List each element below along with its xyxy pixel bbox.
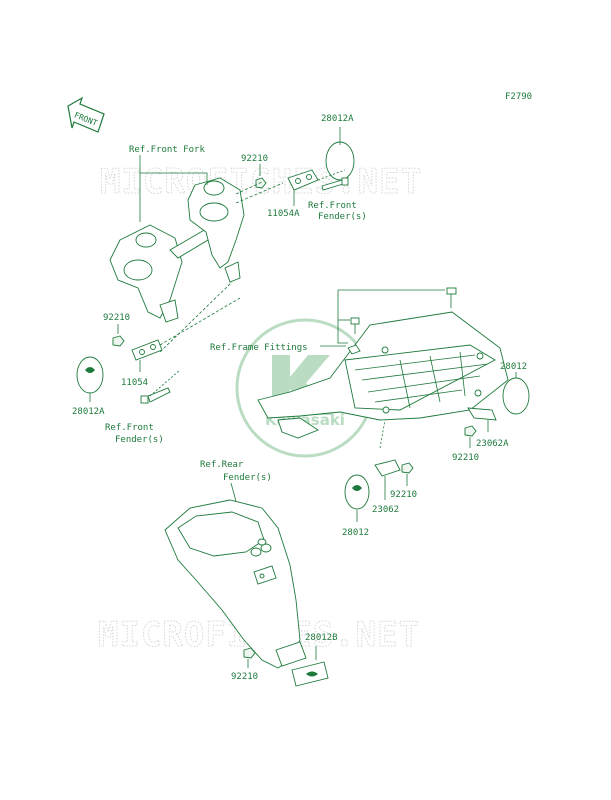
label-ref-rear-fender-2: Fender(s) <box>223 473 272 483</box>
label-28012-right: 28012 <box>500 362 527 372</box>
label-ref-front-fork: Ref.Front Fork <box>129 145 205 155</box>
reflector-28012A-top[interactable]: 28012A <box>321 114 355 181</box>
label-ref-front-fender-top-1: Ref.Front <box>308 201 357 211</box>
nut-92210-mid[interactable]: 92210 <box>390 462 417 500</box>
front-arrow-icon[interactable]: FRONT <box>67 96 105 133</box>
rack-bolts[interactable] <box>347 287 457 355</box>
label-11054: 11054 <box>121 378 148 388</box>
label-92210-right: 92210 <box>452 453 479 463</box>
bracket-11054[interactable]: 11054 <box>121 339 163 388</box>
bolt-top[interactable] <box>317 169 349 191</box>
label-ref-front-fender-left-2: Fender(s) <box>115 435 164 445</box>
reflector-28012B[interactable]: 28012B <box>291 633 338 687</box>
label-92210-bottom: 92210 <box>231 672 258 682</box>
label-28012-mid: 28012 <box>342 528 369 538</box>
label-92210-left: 92210 <box>103 313 130 323</box>
label-ref-front-fender-top-2: Fender(s) <box>318 212 367 222</box>
label-28012A-top: 28012A <box>321 114 354 124</box>
front-fork-assembly[interactable] <box>109 177 245 323</box>
label-23062: 23062 <box>372 505 399 515</box>
bracket-23062A[interactable]: 23062A <box>467 407 509 449</box>
bolt-left[interactable] <box>140 369 181 404</box>
label-11054A: 11054A <box>267 209 300 219</box>
reflector-28012-mid[interactable]: 28012 <box>342 474 370 538</box>
reflector-28012-right[interactable]: 28012 <box>500 362 530 415</box>
label-92210-top: 92210 <box>241 154 268 164</box>
label-ref-rear-fender-1: Ref.Rear <box>200 460 244 470</box>
nut-92210-bottom[interactable]: 92210 <box>231 647 258 682</box>
label-ref-frame-fittings: Ref.Frame Fittings <box>210 343 308 353</box>
reflector-28012A-left[interactable]: 28012A <box>72 356 105 417</box>
diagram-code: F2790 <box>505 92 532 102</box>
rear-fender[interactable] <box>164 499 307 669</box>
label-92210-mid: 92210 <box>390 490 417 500</box>
bracket-23062[interactable]: 23062 <box>372 419 401 515</box>
label-ref-front-fender-left-1: Ref.Front <box>105 423 154 433</box>
label-28012B: 28012B <box>305 633 338 643</box>
nut-92210-left[interactable]: 92210 <box>103 313 130 347</box>
label-28012A-left: 28012A <box>72 407 105 417</box>
nut-92210-right[interactable]: 92210 <box>452 425 479 463</box>
rear-rack-assembly[interactable] <box>257 311 509 439</box>
nut-92210-top[interactable]: 92210 <box>241 154 268 189</box>
label-23062A: 23062A <box>476 439 509 449</box>
